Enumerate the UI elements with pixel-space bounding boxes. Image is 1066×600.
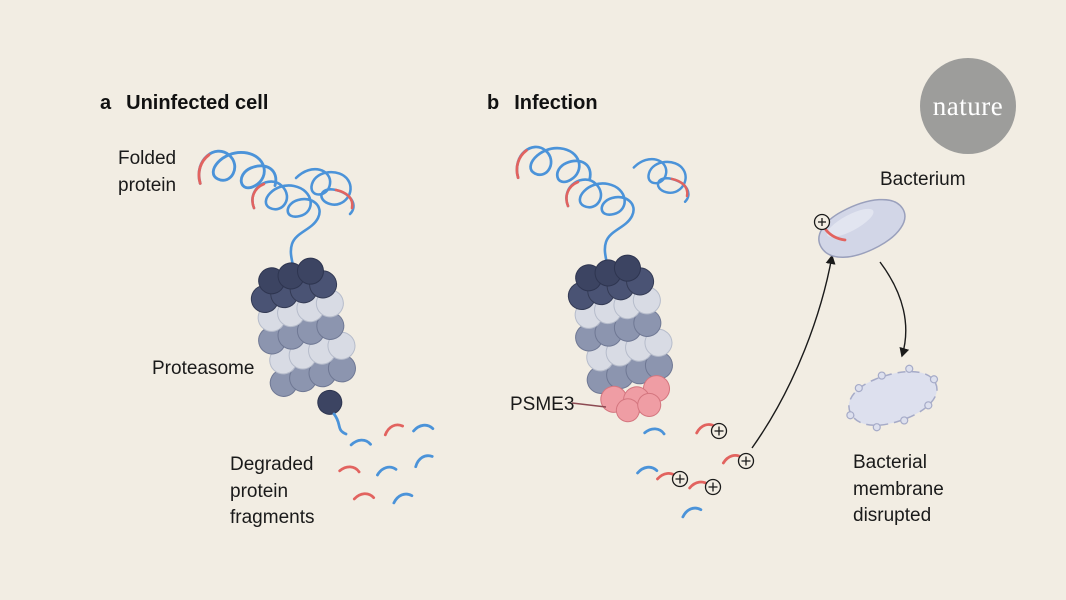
- panel-b-index: b: [487, 92, 500, 114]
- arrow-bacterium-to-disrupted: [879, 261, 910, 358]
- folded-proteins-a: [197, 149, 355, 282]
- panel-a-heading: a Uninfected cell: [100, 92, 268, 115]
- proteasome-label: Proteasome: [152, 358, 255, 379]
- folded-protein-label: Folded protein: [118, 148, 177, 196]
- psme3-label: PSME3: [510, 394, 575, 415]
- peptide-on-bacterium: [813, 213, 847, 242]
- disrupted-bacterium: [846, 364, 939, 432]
- charged-peptides-b: [636, 422, 755, 519]
- arrow-peptide-to-bacterium: [751, 254, 836, 449]
- nature-logo-text: nature: [932, 90, 1004, 121]
- disrupted-label: Bacterial membrane disrupted: [853, 452, 944, 527]
- panel-b-title: Infection: [514, 92, 598, 114]
- panel-b-heading: b Infection: [487, 92, 598, 115]
- degraded-fragments-label: Degraded protein fragments: [230, 454, 315, 529]
- psme3-pointer-line: [571, 402, 607, 408]
- bacterium: [818, 198, 906, 258]
- proteasome-b: [564, 251, 676, 423]
- panel-a-index: a: [100, 92, 112, 114]
- degraded-fragments-a: [332, 412, 435, 505]
- folded-proteins-b: [515, 145, 690, 280]
- bacterium-label: Bacterium: [880, 169, 966, 190]
- proteasome-a: [247, 254, 359, 415]
- panel-a-title: Uninfected cell: [126, 92, 269, 114]
- psme3-cap: [600, 375, 671, 423]
- nature-logo: nature: [920, 58, 1016, 154]
